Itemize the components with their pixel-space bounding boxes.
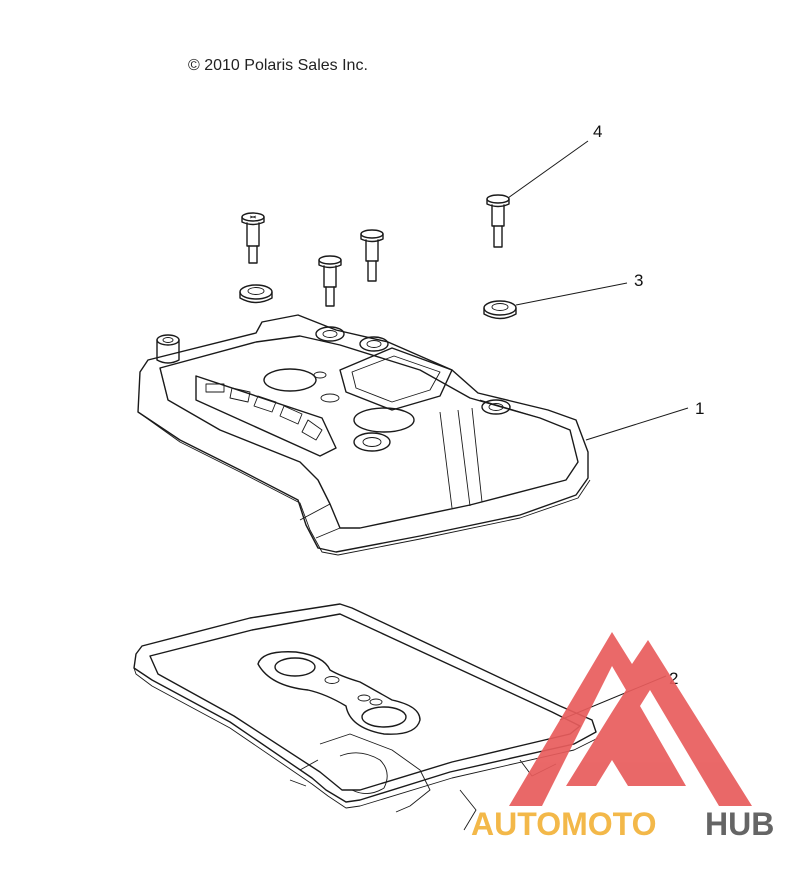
- breather-tube: [156, 334, 180, 364]
- bolt: [486, 194, 510, 248]
- grommet: [239, 284, 273, 304]
- grommet: [483, 300, 517, 320]
- watermark-text-automoto: AUTOMOTO: [471, 806, 656, 842]
- watermark-logo: AUTOMOTO HUB: [471, 632, 774, 842]
- bolt: [360, 229, 384, 282]
- callout-3: 3: [634, 271, 643, 290]
- grommet-group: [239, 284, 517, 320]
- copyright-text: © 2010 Polaris Sales Inc.: [188, 57, 368, 74]
- leader-line-bolt: [507, 140, 589, 199]
- valve-cover: [137, 314, 591, 556]
- callout-1: 1: [695, 399, 704, 418]
- bolt: [318, 255, 342, 307]
- bolt-group: [241, 194, 510, 307]
- callout-2: 2: [669, 669, 678, 688]
- leader-line-cover: [585, 407, 689, 441]
- leader-line-grommet: [515, 282, 628, 306]
- callout-4: 4: [593, 122, 602, 141]
- bolt: [241, 212, 265, 264]
- gasket: [133, 603, 599, 831]
- watermark-text-hub: HUB: [705, 806, 774, 842]
- watermark-triangle-icon: [509, 632, 752, 806]
- leader-lines: [507, 140, 689, 721]
